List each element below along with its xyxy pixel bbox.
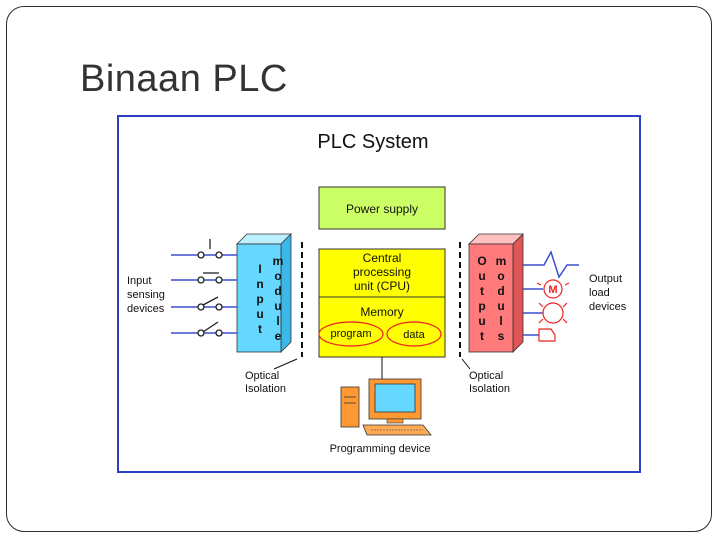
power-supply-box [318, 186, 446, 230]
output-module-char: O [477, 254, 486, 268]
computer-icon [340, 378, 432, 436]
cpu-label-line1: Central [363, 251, 402, 265]
optical-pointer-right [461, 358, 471, 370]
input-module-char: p [256, 292, 263, 306]
output-module-text: O u t p u t m o d u l s [477, 254, 506, 343]
input-module-char: e [275, 329, 282, 343]
output-module-char: s [498, 329, 505, 343]
diagram-title: PLC System [317, 131, 428, 153]
cpu-label-line3: unit (CPU) [354, 279, 410, 293]
optical-isolation-left-line2: Isolation [245, 383, 286, 395]
cpu-box [318, 248, 446, 358]
output-module-char: u [497, 299, 504, 313]
output-label-line3: devices [589, 301, 627, 313]
output-module-char: p [478, 299, 485, 313]
input-label-line1: Input [127, 275, 151, 287]
input-label-line2: sensing [127, 289, 165, 301]
programming-device-label: Programming device [330, 443, 431, 455]
input-module [236, 233, 292, 353]
optical-isolation-right-line2: Isolation [469, 383, 510, 395]
input-module-char: l [276, 314, 279, 328]
data-ellipse [386, 321, 442, 347]
program-ellipse [318, 321, 384, 347]
plc-diagram: PLC System Power supply Central processi… [117, 115, 641, 473]
optical-pointer-left [273, 358, 298, 370]
input-module-char: d [274, 284, 281, 298]
output-module-char: u [478, 314, 485, 328]
output-module-char: d [497, 284, 504, 298]
output-module-char: o [497, 269, 504, 283]
output-label-line2: load [589, 287, 610, 299]
motor-icon: M [548, 284, 557, 296]
input-module-char: u [256, 307, 263, 321]
input-switch-icons [171, 239, 237, 337]
input-module-char: o [274, 269, 281, 283]
output-module-char: l [499, 314, 502, 328]
power-supply-label: Power supply [346, 202, 418, 216]
data-label: data [403, 329, 425, 341]
input-module-char: u [274, 299, 281, 313]
output-module-char: m [496, 254, 507, 268]
memory-label: Memory [360, 305, 403, 319]
output-module [468, 233, 524, 353]
input-label-line3: devices [127, 303, 165, 315]
output-module-char: u [478, 269, 485, 283]
input-module-text: I n p u t m o d u l e [256, 254, 283, 343]
optical-isolation-right-line1: Optical [469, 370, 503, 382]
slide-title: Binaan PLC [80, 58, 288, 100]
slide-frame [6, 6, 712, 532]
input-module-char: m [273, 254, 284, 268]
input-module-char: n [256, 277, 263, 291]
optical-isolation-left-line1: Optical [245, 370, 279, 382]
output-label-line1: Output [589, 273, 622, 285]
program-label: program [331, 328, 372, 340]
output-module-char: t [480, 284, 484, 298]
input-module-char: t [258, 322, 262, 336]
output-module-char: t [480, 329, 484, 343]
input-module-char: I [258, 262, 261, 276]
cpu-label-line2: processing [353, 265, 411, 279]
output-load-icons [523, 250, 579, 342]
